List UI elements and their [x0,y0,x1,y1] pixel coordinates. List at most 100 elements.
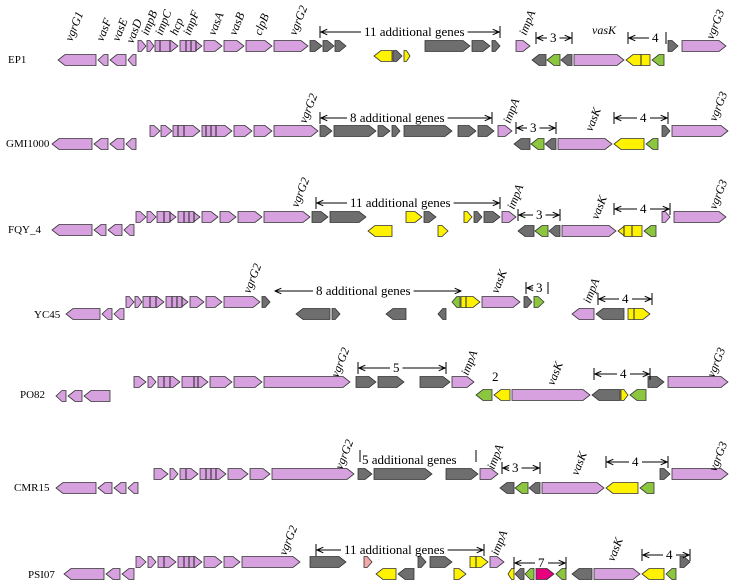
gene [147,376,157,388]
gene [329,211,367,223]
gene [127,54,137,66]
gene [531,54,547,66]
gene [223,40,245,52]
gene-arrow [223,556,241,568]
gene [147,556,157,568]
region-label: 11 additional genes [364,24,465,39]
gene [647,376,665,388]
gene [528,482,541,494]
gene-row-fqy4-low [51,224,135,236]
gene-arrow [157,556,177,568]
gene [405,211,423,223]
gene-row-fqy4-top [135,211,727,223]
gene-arrow [142,296,165,308]
gene [333,125,377,137]
gene [617,225,643,237]
gene-arrow [125,296,135,308]
gene-arrow [595,308,625,320]
gene-arrow [169,468,179,480]
gene-arrow [107,224,123,236]
gene [127,482,139,494]
gene [135,211,147,223]
gene-arrow [473,211,483,223]
gene [107,224,123,236]
gene-arrow [627,308,651,320]
gene [149,125,161,137]
gene-label-vask: vasK [568,449,590,477]
gene-arrow [673,211,727,223]
gene [497,125,513,137]
region-label: 4 [632,454,639,469]
gene-row-psi07-low2 [375,568,677,580]
gene-label-vasa: vasA [205,10,227,37]
gene [355,376,377,388]
region-label: 3 [512,460,519,475]
gene-arrow [639,482,655,494]
gene-arrow [405,211,423,223]
gene [113,308,125,320]
gene-arrow [101,308,113,320]
gene-label-impa: impA [500,96,523,125]
gene-row-psi07-low [63,568,135,580]
gene [671,125,729,137]
region-label: 8 additional genes [316,283,411,298]
gene [125,296,135,308]
gene-arrow [661,125,671,137]
gene-arrow [295,308,331,320]
gene-arrow [237,211,263,223]
gene-arrow [67,390,83,402]
gene [63,568,105,580]
region-bracket: 4 [605,454,669,469]
gene [177,211,201,223]
gene-arrow [113,482,127,494]
region-bracket: 8 additional genes [275,283,461,298]
strain-label: YC45 [34,309,61,321]
gene [620,389,629,401]
gene-label-vgrg2: vgrG2 [276,523,300,557]
region-bracket: 4 [627,30,667,45]
gene [385,308,407,320]
gene [245,40,273,52]
gene-arrow [241,556,301,568]
gene [639,482,655,494]
gene [135,556,147,568]
gene [463,211,473,223]
gene-arrow [263,376,351,388]
gene [227,468,249,480]
gene [429,556,453,568]
gene-arrow [121,568,135,580]
track-ep1: EP1 [8,3,727,66]
gene-label-vgrg2: vgrG2 [332,437,356,471]
gene [209,376,233,388]
gene-arrow [233,125,253,137]
gene-label-vgrg2: vgrG2 [288,175,312,209]
gene-row-cmr15-low2 [499,482,655,494]
gene [457,125,477,137]
gene-label-vgrg2: vgrG2 [296,91,320,125]
gene-arrow [311,211,329,223]
gene-arrow [423,211,437,223]
region-label: 2 [492,369,499,384]
gene [627,308,651,320]
gene-arrow [156,211,177,223]
track-cmr15: CMR15 [14,437,730,494]
gene-arrow [133,376,147,388]
gene-arrow [377,376,405,388]
gene [403,125,453,137]
gene [541,482,605,494]
gene [157,376,181,388]
gene-arrow [571,568,593,580]
gene-arrow [530,138,545,150]
gene-label-vgrg3: vgrG3 [706,439,730,473]
gene [451,376,475,388]
gene-arrow [273,125,319,137]
region-label: 11 additional genes [344,542,445,557]
gene [241,556,301,568]
gene-arrow [573,54,625,66]
gene-arrow [531,54,547,66]
gene-row-yc45-low [65,308,125,320]
gene [645,138,659,150]
gene-arrow [109,138,125,150]
region-label: 3 [550,30,557,45]
gene-arrow [127,54,137,66]
